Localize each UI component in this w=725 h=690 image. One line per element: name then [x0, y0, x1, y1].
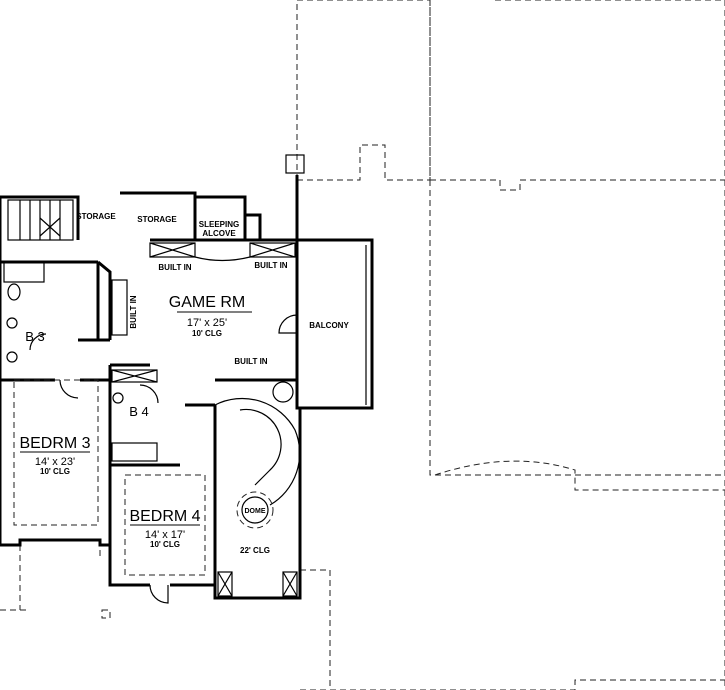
balcony-structure [295, 238, 374, 410]
bedrm3-ceiling-outline [13, 379, 99, 526]
built-in-label: BUILT IN [158, 263, 191, 272]
bedrm4-ceiling-outline [124, 474, 206, 576]
stair-top-left [7, 199, 74, 241]
b4-label: B 4 [129, 404, 149, 419]
bedrm4-size: 14' x 17' [145, 529, 185, 541]
built-in-cabinets [111, 242, 298, 597]
door-swings [29, 314, 298, 604]
game-rm-ceiling: 10' CLG [192, 329, 222, 338]
b3-label: B 3 [25, 329, 45, 344]
chimney-box [285, 154, 305, 174]
storage-label-2: STORAGE [137, 215, 177, 224]
dome-label: DOME [245, 508, 266, 515]
bath-fixtures [3, 261, 158, 462]
built-in-label: BUILT IN [234, 357, 267, 366]
balcony-label: BALCONY [309, 321, 349, 330]
sleeping-alcove-label-1: SLEEPING [199, 220, 239, 229]
built-in-label: BUILT IN [254, 261, 287, 270]
sleeping-alcove-label-2: ALCOVE [202, 229, 236, 238]
bedrm3-name: BEDRM 3 [19, 435, 90, 452]
storage-label-1: STORAGE [76, 212, 116, 221]
dome-inner [241, 496, 269, 524]
column-marker [101, 609, 111, 619]
game-rm-name: GAME RM [169, 294, 245, 311]
spiral-stair [214, 381, 301, 506]
stair-ceiling-label: 22' CLG [240, 546, 270, 555]
bedrm3-ceiling: 10' CLG [40, 467, 70, 476]
built-in-label: BUILT IN [129, 295, 138, 328]
bedrm4-ceiling: 10' CLG [150, 540, 180, 549]
bedrm3-size: 14' x 23' [35, 456, 75, 468]
game-rm-size: 17' x 25' [187, 317, 227, 329]
bedrm4-name: BEDRM 4 [129, 508, 200, 525]
dome-outer [236, 491, 274, 529]
